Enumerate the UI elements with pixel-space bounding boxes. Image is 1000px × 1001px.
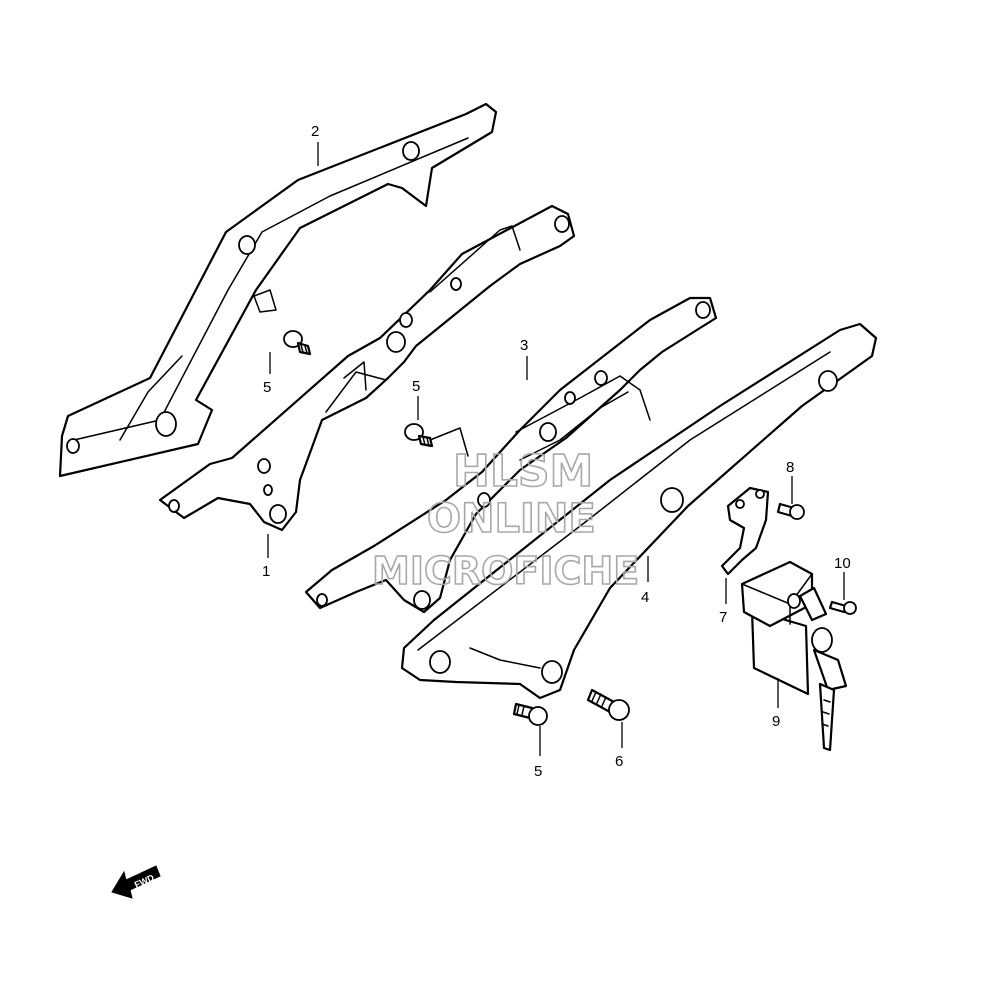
part-10-screw[interactable]: [828, 600, 857, 615]
part-1-inner-bracket[interactable]: [158, 204, 576, 532]
part-5-bolt-lower[interactable]: [512, 702, 548, 726]
part-7-lock-bracket[interactable]: [720, 486, 770, 576]
part-5-bolt-upper[interactable]: [283, 330, 312, 356]
watermark-line-2: ONLINE: [427, 496, 596, 542]
callout-1: 1: [262, 563, 270, 580]
part-2-side-cover[interactable]: [58, 102, 498, 478]
callout-3: 3: [520, 337, 528, 354]
part-8-bolt[interactable]: [776, 502, 805, 520]
part-9-lock-assembly[interactable]: [740, 560, 848, 752]
callout-5-middle: 5: [412, 378, 420, 395]
fwd-arrow-icon: FWD: [111, 865, 161, 899]
part-4-side-cover[interactable]: [400, 322, 878, 700]
callout-8: 8: [786, 459, 794, 476]
callout-4: 4: [641, 589, 649, 606]
leader-lines: [267, 142, 845, 756]
part-6-screw[interactable]: [586, 688, 630, 721]
callout-7: 7: [719, 609, 727, 626]
part-3-inner-bracket[interactable]: [304, 296, 718, 614]
callout-5-upper: 5: [263, 379, 271, 396]
watermark-line-1: HLSM: [453, 446, 593, 497]
callout-2: 2: [311, 123, 319, 140]
callout-9: 9: [772, 713, 780, 730]
callout-10: 10: [834, 555, 851, 572]
callout-6: 6: [615, 753, 623, 770]
part-5-bolt-middle[interactable]: [404, 423, 434, 448]
callout-5-lower: 5: [534, 763, 542, 780]
watermark-line-3: MICROFICHE: [372, 549, 639, 593]
